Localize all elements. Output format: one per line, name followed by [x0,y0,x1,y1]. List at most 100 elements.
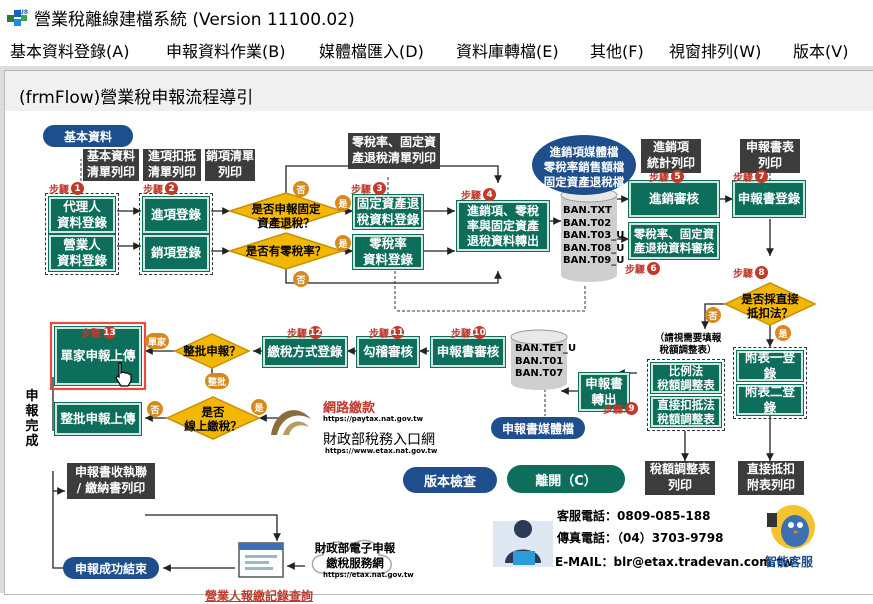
smart-service-label[interactable]: 智能客服 [765,555,814,569]
doc-tax-adjust-print[interactable]: 稅額調整表 列印 [645,461,715,495]
yes-badge: 是 [335,195,351,211]
no-badge: 否 [705,307,721,323]
yes-badge: 是 [251,399,267,415]
purchase-entry-button[interactable]: 進項登錄 [142,196,210,234]
menu-version[interactable]: 版本(V) [793,42,849,61]
decision-zero-rate-shape [227,232,345,270]
schedule2-entry-button[interactable]: 附表二登錄 [736,384,804,416]
complete-label: 申報完成 [25,389,39,449]
doc-deduct-list[interactable]: 進項扣抵 清單列印 [143,149,201,181]
yes-badge: 是 [335,235,351,251]
browser-icon[interactable] [237,541,285,585]
email[interactable]: E-MAIL：blr@etax.tradevan.com.tw [555,555,794,569]
flow-window: (frmFlow)營業稅申報流程導引 [4,70,873,603]
pay-online-label[interactable]: 網路繳款 [323,401,376,416]
efiling-url[interactable]: https://etax.nat.gov.tw [323,571,414,579]
batch-upload-button[interactable]: 整批申報上傳 [54,402,142,436]
decision-zero-rate: 是否有零稅率？ [245,244,327,258]
paytax-logo-icon[interactable] [267,399,315,439]
doc-direct-deduct-print[interactable]: 直接抵扣 附表列印 [738,461,804,495]
menu-bar: 基本資料登錄(A) 申報資料作業(B) 媒體檔匯入(D) 資料庫轉檔(E) 其他… [0,36,873,62]
menu-media-import[interactable]: 媒體檔匯入(D) [319,42,424,61]
pay-online-url[interactable]: https://paytax.nat.gov.tw [323,415,424,423]
decision-online-pay-shape [165,396,261,440]
menu-db-convert[interactable]: 資料庫轉檔(E) [456,42,559,61]
single-tag: 單家 [145,333,169,349]
report-review-button[interactable]: 申報書審核 [430,336,506,368]
check-review-button[interactable]: 勾稽審核 [356,336,420,368]
decision-online-pay: 是否 線上繳稅？ [184,405,242,434]
decision-batch-shape [173,333,251,369]
schedule1-entry-button[interactable]: 附表一登錄 [736,350,804,382]
doc-zero-asset-list[interactable]: 零稅率、固定資 產退稅清單列印 [348,133,440,169]
service-phone: 客服電話：0809-085-188 [557,509,711,523]
menu-other[interactable]: 其他(F) [590,42,644,61]
group-adjust-tables [647,359,725,431]
payment-entry-button[interactable]: 繳稅方式登錄 [262,336,348,368]
app-icon: U8 [7,9,28,26]
zero-rate-entry-button[interactable]: 零稅率 資料登錄 [352,234,424,270]
doc-basic-list[interactable]: 基本資料 清單列印 [83,149,139,181]
agent-entry-button[interactable]: 代理人 資料登錄 [48,196,116,234]
cloud-icon [311,539,392,574]
basic-data-pill[interactable]: 基本資料 [43,125,133,147]
direct-table-button[interactable]: 直接扣抵法 稅額調整表 [650,396,722,428]
menu-window[interactable]: 視窗排列(W) [669,42,762,61]
selection-highlight [49,321,147,391]
hand-cursor-icon [115,362,132,387]
zero-asset-review-button[interactable]: 零稅率、固定資 產退稅資料審核 [628,222,720,260]
adjust-note: （請視需要填報 稅額調整表） [654,333,722,356]
menu-report-data[interactable]: 申報資料作業(B) [166,42,286,61]
media-top-label[interactable]: 進銷項媒體檔 零稅率銷售額檔 固定資產退稅檔 [543,145,625,189]
doc-report-print[interactable]: 申報書表 列印 [740,139,800,173]
efiling-label[interactable]: 財政部電子申報 繳稅服務網 [314,541,396,570]
no-badge: 否 [293,271,309,287]
doc-sales-list[interactable]: 銷項清單 列印 [205,149,255,181]
media-top-shape [532,135,636,195]
smart-service-bird-icon[interactable] [763,503,821,553]
decision-asset-refund: 是否申報固定 資產退稅？ [251,202,321,231]
asset-refund-entry-button[interactable]: 固定資產退 稅資料登錄 [352,194,424,230]
business-entry-button[interactable]: 營業人 資料登錄 [48,234,116,272]
tax-portal-label[interactable]: 財政部稅務入口網 [323,432,435,448]
convert-button[interactable]: 進銷項、零稅 率與固定資產 退稅資料轉出 [456,200,550,252]
report-entry-button[interactable]: 申報書登錄 [732,180,806,218]
report-media-pill[interactable]: 申報書媒體檔 [491,417,585,439]
flow-window-title: (frmFlow)營業稅申報流程導引 [19,88,254,108]
group-invoice-entry [139,193,213,275]
ratio-table-button[interactable]: 比例法 稅額調整表 [650,362,722,394]
decision-direct-deduct: 是否採直接 抵扣法？ [741,292,799,321]
decision-asset-refund-shape [227,192,345,230]
purchase-review-button[interactable]: 進銷審核 [628,180,720,218]
exit-button[interactable]: 離開（C） [507,465,625,493]
batch-tag: 整批 [205,373,229,389]
report-export-button[interactable]: 申報書 轉出 [578,372,630,412]
tax-portal-url[interactable]: https://www.etax.nat.gov.tw [325,447,438,455]
doc-purchase-stats[interactable]: 進銷項 統計列印 [641,139,701,173]
doc-receipt-print[interactable]: 申報書收執聯 / 繳納書列印 [67,463,155,499]
db-bottom-shape [510,329,568,390]
flow-diagram: 基本資料 基本資料 清單列印 進項扣抵 清單列印 銷項清單 列印 零稅率、固定資… [5,111,873,603]
group-basic-entry [45,193,119,275]
version-check-button[interactable]: 版本檢查 [403,467,497,493]
menu-basic-data[interactable]: 基本資料登錄(A) [10,42,130,61]
window-title: 營業稅離線建檔系統 (Version 11100.02) [34,10,355,30]
decision-batch: 整批申報？ [183,344,241,358]
decision-direct-deduct-shape [723,282,817,326]
sales-entry-button[interactable]: 銷項登錄 [142,234,210,272]
end-pill: 申報成功結束 [63,557,159,579]
record-query-link[interactable]: 營業人報繳記錄查詢 [205,589,314,603]
flow-connectors [49,135,817,572]
